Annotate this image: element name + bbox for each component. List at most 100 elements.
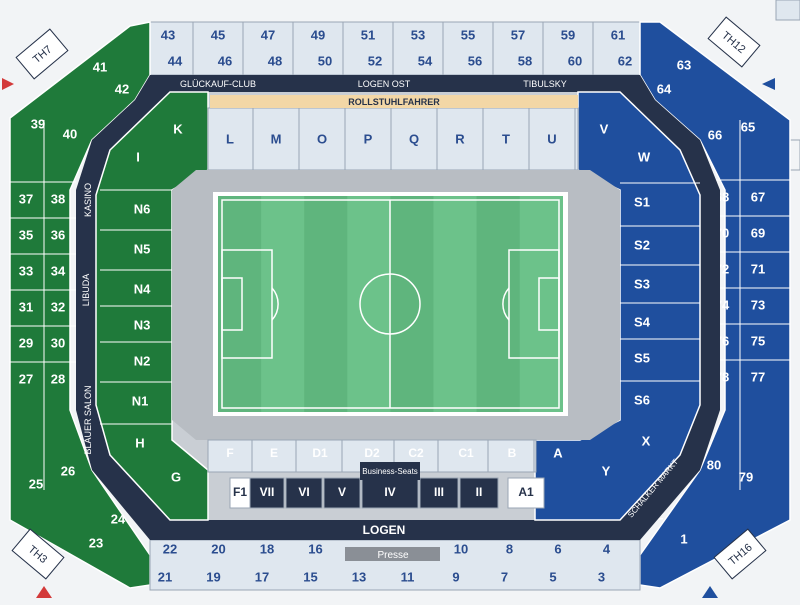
section-K[interactable]: K <box>173 121 183 136</box>
section-P[interactable]: P <box>364 131 373 146</box>
section-VII[interactable]: VII <box>260 485 275 499</box>
section-37[interactable]: 37 <box>19 191 33 206</box>
section-77[interactable]: 77 <box>751 369 765 384</box>
section-49[interactable]: 49 <box>311 27 325 42</box>
section-29[interactable]: 29 <box>19 335 33 350</box>
box-section-II[interactable] <box>459 477 499 509</box>
section-35[interactable]: 35 <box>19 227 33 242</box>
section-39[interactable]: 39 <box>31 116 45 131</box>
section-40[interactable]: 40 <box>63 126 77 141</box>
section-52[interactable]: 52 <box>368 53 382 68</box>
section-25[interactable]: 25 <box>29 476 43 491</box>
section-38[interactable]: 38 <box>51 191 65 206</box>
section-N5[interactable]: N5 <box>134 241 151 256</box>
section-18[interactable]: 18 <box>260 541 274 556</box>
section-20[interactable]: 20 <box>211 541 225 556</box>
section-42[interactable]: 42 <box>115 81 129 96</box>
section-47[interactable]: 47 <box>261 27 275 42</box>
section-34[interactable]: 34 <box>51 263 66 278</box>
section-N4[interactable]: N4 <box>134 281 151 296</box>
section-51[interactable]: 51 <box>361 27 375 42</box>
section-33[interactable]: 33 <box>19 263 33 278</box>
section-S5[interactable]: S5 <box>634 350 650 365</box>
section-44[interactable]: 44 <box>168 53 183 68</box>
section-O[interactable]: O <box>317 131 327 146</box>
section-Q[interactable]: Q <box>409 131 419 146</box>
section-45[interactable]: 45 <box>211 27 225 42</box>
section-F1[interactable]: F1 <box>233 485 247 499</box>
section-D1[interactable]: D1 <box>312 446 328 460</box>
section-V[interactable]: V <box>338 485 346 499</box>
section-60[interactable]: 60 <box>568 53 582 68</box>
section-N3[interactable]: N3 <box>134 317 151 332</box>
section-9[interactable]: 9 <box>452 569 459 584</box>
section-28[interactable]: 28 <box>51 371 65 386</box>
section-X[interactable]: X <box>642 433 651 448</box>
section-A[interactable]: A <box>553 445 563 460</box>
section-W[interactable]: W <box>638 149 651 164</box>
section-21[interactable]: 21 <box>158 569 172 584</box>
section-73[interactable]: 73 <box>751 297 765 312</box>
section-L[interactable]: L <box>226 131 234 146</box>
section-71[interactable]: 71 <box>751 261 765 276</box>
section-C2[interactable]: C2 <box>408 446 424 460</box>
box-section-A1[interactable] <box>507 477 545 509</box>
section-31[interactable]: 31 <box>19 299 33 314</box>
section-50[interactable]: 50 <box>318 53 332 68</box>
section-D2[interactable]: D2 <box>364 446 380 460</box>
section-56[interactable]: 56 <box>468 53 482 68</box>
section-IV[interactable]: IV <box>384 485 395 499</box>
box-section-VI[interactable] <box>285 477 323 509</box>
section-N2[interactable]: N2 <box>134 353 151 368</box>
section-30[interactable]: 30 <box>51 335 65 350</box>
section-41[interactable]: 41 <box>93 59 107 74</box>
section-79[interactable]: 79 <box>739 469 753 484</box>
section-A1[interactable]: A1 <box>518 485 534 499</box>
box-section-III[interactable] <box>419 477 459 509</box>
section-17[interactable]: 17 <box>255 569 269 584</box>
section-15[interactable]: 15 <box>303 569 317 584</box>
section-55[interactable]: 55 <box>461 27 475 42</box>
section-U[interactable]: U <box>547 131 556 146</box>
section-46[interactable]: 46 <box>218 53 232 68</box>
section-10[interactable]: 10 <box>454 541 468 556</box>
section-V[interactable]: V <box>600 121 609 136</box>
section-63[interactable]: 63 <box>677 57 691 72</box>
section-B[interactable]: B <box>508 446 517 460</box>
section-II[interactable]: II <box>476 485 483 499</box>
section-61[interactable]: 61 <box>611 27 625 42</box>
section-H[interactable]: H <box>135 435 144 450</box>
box-section-VII[interactable] <box>249 477 285 509</box>
section-M[interactable]: M <box>271 131 282 146</box>
section-69[interactable]: 69 <box>751 225 765 240</box>
section-F[interactable]: F <box>226 446 233 460</box>
section-13[interactable]: 13 <box>352 569 366 584</box>
section-S4[interactable]: S4 <box>634 314 651 329</box>
section-S3[interactable]: S3 <box>634 276 650 291</box>
section-66[interactable]: 66 <box>708 127 722 142</box>
section-N6[interactable]: N6 <box>134 201 151 216</box>
section-Y[interactable]: Y <box>602 463 611 478</box>
section-19[interactable]: 19 <box>206 569 220 584</box>
section-24[interactable]: 24 <box>111 511 126 526</box>
section-64[interactable]: 64 <box>657 81 672 96</box>
section-59[interactable]: 59 <box>561 27 575 42</box>
section-67[interactable]: 67 <box>751 189 765 204</box>
section-48[interactable]: 48 <box>268 53 282 68</box>
section-11[interactable]: 11 <box>401 569 415 584</box>
section-62[interactable]: 62 <box>618 53 632 68</box>
section-6[interactable]: 6 <box>554 541 561 556</box>
section-26[interactable]: 26 <box>61 463 75 478</box>
section-7[interactable]: 7 <box>501 569 508 584</box>
section-8[interactable]: 8 <box>506 541 513 556</box>
section-65[interactable]: 65 <box>741 119 755 134</box>
section-80[interactable]: 80 <box>707 457 721 472</box>
section-57[interactable]: 57 <box>511 27 525 42</box>
section-N1[interactable]: N1 <box>132 393 149 408</box>
section-4[interactable]: 4 <box>603 541 611 556</box>
section-S1[interactable]: S1 <box>634 194 650 209</box>
section-58[interactable]: 58 <box>518 53 532 68</box>
section-E[interactable]: E <box>270 446 278 460</box>
section-23[interactable]: 23 <box>89 535 103 550</box>
section-1[interactable]: 1 <box>680 531 687 546</box>
